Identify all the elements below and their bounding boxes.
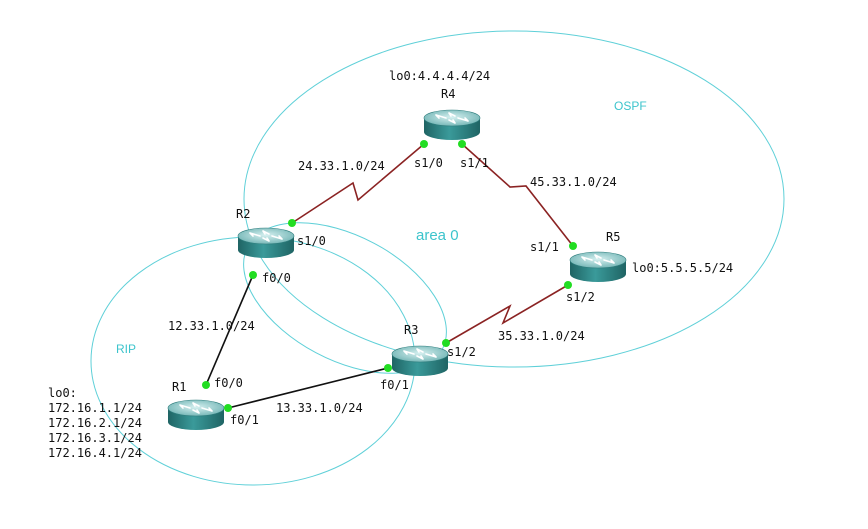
router-r4-name: R4	[441, 87, 455, 101]
port-label-r5-s1-2: s1/2	[566, 290, 595, 304]
link-r1-r3-ethernet	[227, 367, 389, 409]
port-dot-r1-f0-1	[224, 404, 232, 412]
link-r3-r5-serial	[445, 284, 569, 344]
router-r2-name: R2	[236, 207, 250, 221]
r5-loopback-label: lo0:5.5.5.5/24	[632, 261, 733, 275]
r1-loopback-line-4: 172.16.3.1/24	[48, 431, 142, 445]
port-dot-r3-s1-2	[442, 339, 450, 347]
subnet-label-r4-r5: 45.33.1.0/24	[530, 175, 617, 189]
port-label-r3-s1-2: s1/2	[447, 345, 476, 359]
port-dot-r5-s1-2	[564, 281, 572, 289]
r1-loopback-line-3: 172.16.2.1/24	[48, 416, 142, 430]
rip-label: RIP	[116, 342, 136, 356]
port-label-r5-s1-1: s1/1	[530, 240, 559, 254]
router-r3[interactable]	[391, 345, 449, 377]
subnet-label-r1-r3: 13.33.1.0/24	[276, 401, 363, 415]
port-label-r4-s1-1: s1/1	[460, 156, 489, 170]
r1-loopback-line-2: 172.16.1.1/24	[48, 401, 142, 415]
subnet-label-r2-r4: 24.33.1.0/24	[298, 159, 385, 173]
port-dot-r3-f0-1	[384, 364, 392, 372]
port-dot-r1-f0-0	[202, 381, 210, 389]
r4-loopback-label: lo0:4.4.4.4/24	[389, 69, 490, 83]
router-r3-name: R3	[404, 323, 418, 337]
port-label-r2-s1-0: s1/0	[297, 234, 326, 248]
router-r2[interactable]	[237, 227, 295, 259]
router-r4[interactable]	[423, 109, 481, 141]
area-0-label: area 0	[416, 227, 459, 244]
ospf-label: OSPF	[614, 99, 647, 113]
port-label-r1-f0-1: f0/1	[230, 413, 259, 427]
r1-loopback-line-1: lo0:	[48, 386, 77, 400]
port-dot-r5-s1-1	[569, 242, 577, 250]
ospf-area-boundary	[243, 30, 785, 368]
port-dot-r2-s1-0	[288, 219, 296, 227]
port-dot-r4-s1-0	[420, 140, 428, 148]
port-label-r3-f0-1: f0/1	[380, 378, 409, 392]
port-label-r4-s1-0: s1/0	[414, 156, 443, 170]
subnet-label-r1-r2: 12.33.1.0/24	[168, 319, 255, 333]
port-label-r1-f0-0: f0/0	[214, 376, 243, 390]
router-r5-name: R5	[606, 230, 620, 244]
link-r4-r5-serial	[461, 143, 574, 247]
port-dot-r2-f0-0	[249, 271, 257, 279]
router-r1-name: R1	[172, 380, 186, 394]
link-r2-r4-serial	[291, 143, 425, 224]
subnet-label-r3-r5: 35.33.1.0/24	[498, 329, 585, 343]
port-label-r2-f0-0: f0/0	[262, 271, 291, 285]
router-r5[interactable]	[569, 251, 627, 283]
r1-loopback-line-5: 172.16.4.1/24	[48, 446, 142, 460]
router-r1[interactable]	[167, 399, 225, 431]
link-r1-r2-ethernet	[205, 274, 254, 386]
port-dot-r4-s1-1	[458, 140, 466, 148]
